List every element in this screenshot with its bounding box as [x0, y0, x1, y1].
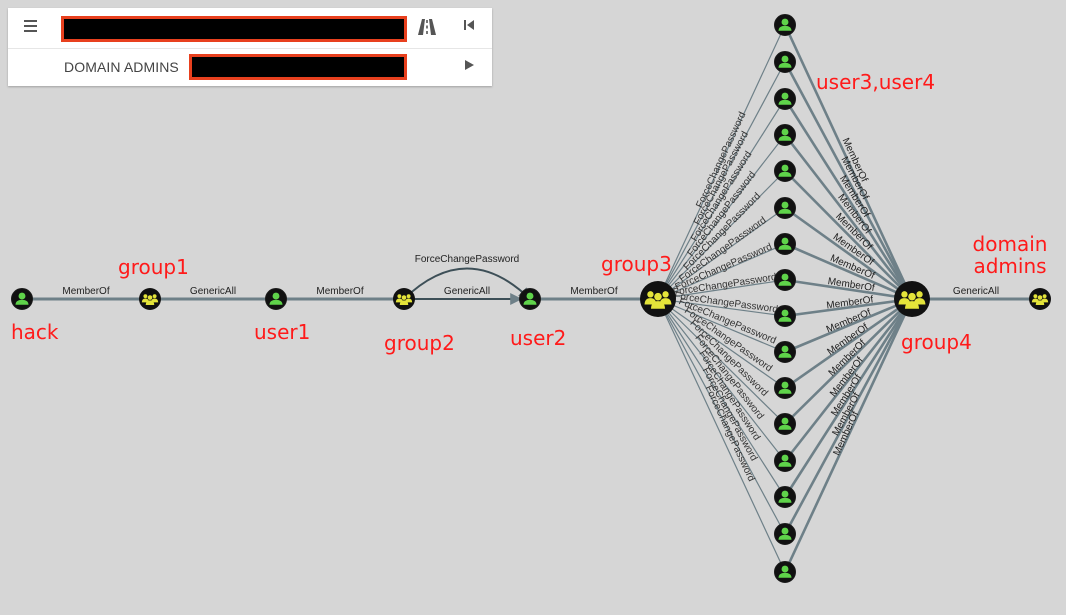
main-edges [22, 267, 1040, 305]
fan-user-nodes [774, 14, 796, 583]
edge-label-genericall-2: GenericAll [444, 286, 490, 297]
user-node-user1[interactable] [265, 288, 287, 310]
edge-forcechangepassword-fan[interactable] [657, 98, 786, 300]
play-icon[interactable] [458, 57, 480, 79]
annotation-domain-admins-line1: domain [972, 232, 1048, 256]
edge-label-forcechangepassword: ForceChangePassword [415, 254, 520, 265]
edge-memberof-fan[interactable] [783, 24, 914, 300]
annotation-group1: group1 [118, 255, 189, 279]
user-node-fan-10[interactable] [774, 341, 796, 363]
annotation-domain-admins-line2: admins [973, 254, 1047, 278]
user-node-fan-12[interactable] [774, 413, 796, 435]
edge-forcechangepassword-fan[interactable] [657, 298, 786, 389]
annotation-user1: user1 [254, 320, 311, 344]
user-node-hack[interactable] [11, 288, 33, 310]
edge-memberof-fan[interactable] [783, 298, 914, 573]
group-node-group3[interactable] [640, 281, 676, 317]
edge-label-genericall-3: GenericAll [953, 286, 999, 297]
edge-memberof-fan[interactable] [783, 298, 914, 535]
edge-group2-user2-forcechange[interactable] [403, 267, 531, 300]
edge-label-memberof-3: MemberOf [570, 286, 617, 297]
group-node-group2[interactable] [393, 288, 415, 310]
edge-memberof-fan[interactable] [783, 298, 914, 498]
target-row: DOMAIN ADMINS [52, 48, 492, 87]
edge-label-genericall-1: GenericAll [190, 286, 236, 297]
edge-forcechangepassword-fan[interactable] [657, 279, 786, 300]
group-node-group4[interactable] [894, 281, 930, 317]
edge-forcechangepassword-fan[interactable] [657, 61, 786, 300]
user-node-fan-9[interactable] [774, 305, 796, 327]
edge-memberof-fan[interactable] [783, 98, 914, 300]
edge-memberof-fan[interactable] [783, 134, 914, 300]
start-node-input[interactable] [61, 16, 407, 42]
edge-label-memberof-1: MemberOf [62, 286, 109, 297]
fan-right-labels: MemberOfMemberOfMemberOfMemberOfMemberOf… [825, 136, 876, 457]
edge-forcechangepassword-fan[interactable] [657, 207, 786, 300]
main-nodes [11, 281, 1051, 317]
edge-forcechangepassword-fan[interactable] [657, 298, 786, 425]
edge-forcechangepassword-fan[interactable] [657, 134, 786, 300]
user-node-fan-7[interactable] [774, 233, 796, 255]
user-node-fan-15[interactable] [774, 523, 796, 545]
user-node-fan-16[interactable] [774, 561, 796, 583]
edge-label-memberof-2: MemberOf [316, 286, 363, 297]
target-node-input[interactable] [189, 54, 407, 80]
annotation-hack: hack [11, 320, 59, 344]
annotation-group4: group4 [901, 330, 972, 354]
user-node-fan-5[interactable] [774, 160, 796, 182]
road-icon[interactable] [416, 17, 438, 39]
user-node-fan-13[interactable] [774, 450, 796, 472]
edge-forcechangepassword-fan[interactable] [657, 298, 786, 317]
user-node-user2[interactable] [519, 288, 541, 310]
edge-memberof-fan[interactable] [783, 61, 914, 300]
edge-forcechangepassword-fan[interactable] [657, 298, 786, 573]
edge-forcechangepassword-fan[interactable] [657, 24, 786, 300]
edge-memberof-fan[interactable] [784, 242, 913, 301]
user-node-fan-2[interactable] [774, 51, 796, 73]
edge-labels: MemberOf GenericAll MemberOf ForceChange… [62, 254, 999, 297]
edge-forcechangepassword-fan[interactable] [657, 298, 786, 353]
edge-forcechangepassword-fan[interactable] [657, 298, 786, 535]
annotation-group2: group2 [384, 331, 455, 355]
user-node-fan-6[interactable] [774, 197, 796, 219]
edge-forcechangepassword-fan[interactable] [657, 298, 786, 462]
user-node-fan-11[interactable] [774, 377, 796, 399]
group-node-domain-admins[interactable] [1029, 288, 1051, 310]
edge-memberof-fan[interactable] [784, 278, 913, 301]
search-row [8, 8, 492, 49]
skip-back-icon[interactable] [458, 17, 480, 39]
user-node-fan-4[interactable] [774, 124, 796, 146]
edge-forcechangepassword-fan[interactable] [657, 170, 786, 300]
edge-memberof-fan[interactable] [784, 297, 913, 390]
annotation-user3-user4: user3,user4 [816, 70, 936, 94]
user-node-fan-14[interactable] [774, 486, 796, 508]
fan-left-edges [657, 24, 786, 573]
edge-memberof-fan[interactable] [784, 298, 913, 425]
edge-memberof-fan[interactable] [784, 170, 913, 300]
fan-left-labels: ForceChangePasswordForceChangePasswordFo… [672, 110, 778, 483]
user-node-fan-1[interactable] [774, 14, 796, 36]
target-node-prefix: DOMAIN ADMINS [64, 59, 179, 75]
annotation-user2: user2 [510, 326, 567, 350]
edge-memberof-fan[interactable] [784, 297, 913, 354]
user-node-fan-8[interactable] [774, 269, 796, 291]
fan-right-edges [783, 24, 914, 573]
edge-forcechangepassword-fan[interactable] [657, 243, 786, 300]
edge-forcechangepassword-fan[interactable] [657, 298, 786, 498]
hamburger-icon[interactable] [20, 17, 42, 39]
edge-memberof-fan[interactable] [784, 297, 913, 318]
search-panel: DOMAIN ADMINS [8, 8, 492, 86]
annotation-group3: group3 [601, 252, 672, 276]
annotation-domain-admins: domain admins [970, 233, 1050, 277]
user-node-fan-3[interactable] [774, 88, 796, 110]
edge-memberof-fan[interactable] [784, 206, 913, 301]
edge-memberof-fan[interactable] [783, 298, 914, 462]
group-node-group1[interactable] [139, 288, 161, 310]
